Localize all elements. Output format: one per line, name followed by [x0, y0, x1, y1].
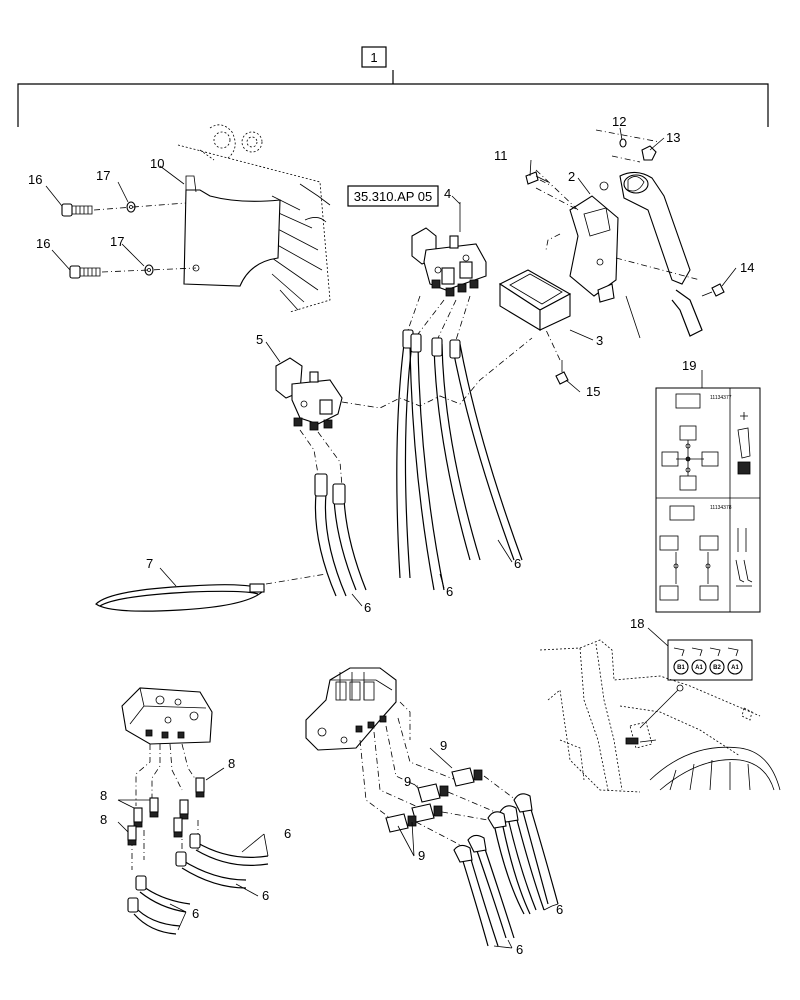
nut-13[interactable]: [641, 145, 657, 161]
callout-6-d[interactable]: 6: [284, 826, 291, 841]
callout-6-b[interactable]: 6: [446, 584, 453, 599]
bolt-11[interactable]: [525, 171, 549, 185]
callout-16-a[interactable]: 16: [28, 172, 42, 187]
callout-3[interactable]: 3: [596, 333, 603, 348]
assembly-bracket: 1: [17, 46, 769, 127]
valve-5[interactable]: [275, 357, 343, 431]
valve-4[interactable]: [411, 227, 487, 297]
assembly-number: 1: [370, 50, 377, 65]
bracket-2[interactable]: [569, 181, 619, 303]
adapters-9[interactable]: [385, 767, 483, 833]
washer-17-upper[interactable]: [126, 201, 136, 213]
callout-6-h[interactable]: 6: [516, 942, 523, 957]
callout-8-b[interactable]: 8: [100, 788, 107, 803]
callout-17-b[interactable]: 17: [110, 234, 124, 249]
washer-12[interactable]: [619, 138, 627, 148]
callout-2[interactable]: 2: [568, 169, 575, 184]
callout-15[interactable]: 15: [586, 384, 600, 399]
screw-15[interactable]: [555, 360, 569, 385]
callout-9-a[interactable]: 9: [440, 738, 447, 753]
bolt-16-lower[interactable]: [69, 265, 101, 279]
decal-18[interactable]: B1 A1 B2 A1: [667, 639, 753, 681]
decal-18-label-1: B1: [677, 665, 685, 671]
reference-link-text[interactable]: 35.310.AP 05: [354, 189, 433, 204]
reference-link[interactable]: 35.310.AP 05: [347, 185, 439, 207]
bracket-3[interactable]: [498, 269, 572, 331]
callout-8-c[interactable]: 8: [100, 812, 107, 827]
callout-19[interactable]: 19: [682, 358, 696, 373]
callout-12[interactable]: 12: [612, 114, 626, 129]
tractor-view: [539, 639, 781, 793]
decal-19[interactable]: 11134377 11134378: [655, 387, 761, 613]
hose-group-6-left[interactable]: [314, 473, 367, 597]
decal-19-code-2: 11134378: [710, 505, 732, 511]
washer-17-lower[interactable]: [144, 264, 154, 276]
arm-2[interactable]: [619, 171, 703, 339]
plate-10[interactable]: [183, 175, 281, 287]
callout-4[interactable]: 4: [444, 186, 451, 201]
callouts: 2 3 4 5 6 6 6 6 6 6 6 6 7 8 8 8 9 9 9 10…: [28, 114, 754, 957]
callout-18[interactable]: 18: [630, 616, 644, 631]
callout-16-b[interactable]: 16: [36, 236, 50, 251]
callout-8-a[interactable]: 8: [228, 756, 235, 771]
cable-tie-7[interactable]: [95, 583, 265, 612]
assembly-number-box[interactable]: [361, 46, 387, 68]
hose-group-6-lower-left[interactable]: [127, 833, 269, 935]
valve-block-lower-left[interactable]: [121, 687, 213, 745]
hose-group-6-lower-right[interactable]: [453, 793, 559, 947]
callout-5[interactable]: 5: [256, 332, 263, 347]
decal-18-label-2: A1: [695, 665, 703, 671]
callout-6-c[interactable]: 6: [364, 600, 371, 615]
callout-6-f[interactable]: 6: [192, 906, 199, 921]
cab-background: [177, 124, 331, 313]
callout-9-c[interactable]: 9: [418, 848, 425, 863]
valve-block-lower-center[interactable]: [305, 667, 397, 751]
screw-14[interactable]: [701, 283, 725, 297]
bolt-16-upper[interactable]: [61, 203, 93, 217]
callout-7[interactable]: 7: [146, 556, 153, 571]
callout-17-a[interactable]: 17: [96, 168, 110, 183]
callout-10[interactable]: 10: [150, 156, 164, 171]
decal-18-label-3: B2: [713, 665, 721, 671]
adapters-8[interactable]: [127, 777, 205, 846]
decal-18-label-4: A1: [731, 665, 739, 671]
decal-19-code-1: 11134377: [710, 395, 732, 401]
callout-11[interactable]: 11: [494, 148, 508, 163]
hose-group-6-upper[interactable]: [396, 329, 523, 591]
callout-6-g[interactable]: 6: [556, 902, 563, 917]
callout-14[interactable]: 14: [740, 260, 754, 275]
callout-6-e[interactable]: 6: [262, 888, 269, 903]
callout-13[interactable]: 13: [666, 130, 680, 145]
leader-lines: [45, 127, 737, 949]
callout-6-a[interactable]: 6: [514, 556, 521, 571]
callout-9-b[interactable]: 9: [404, 774, 411, 789]
